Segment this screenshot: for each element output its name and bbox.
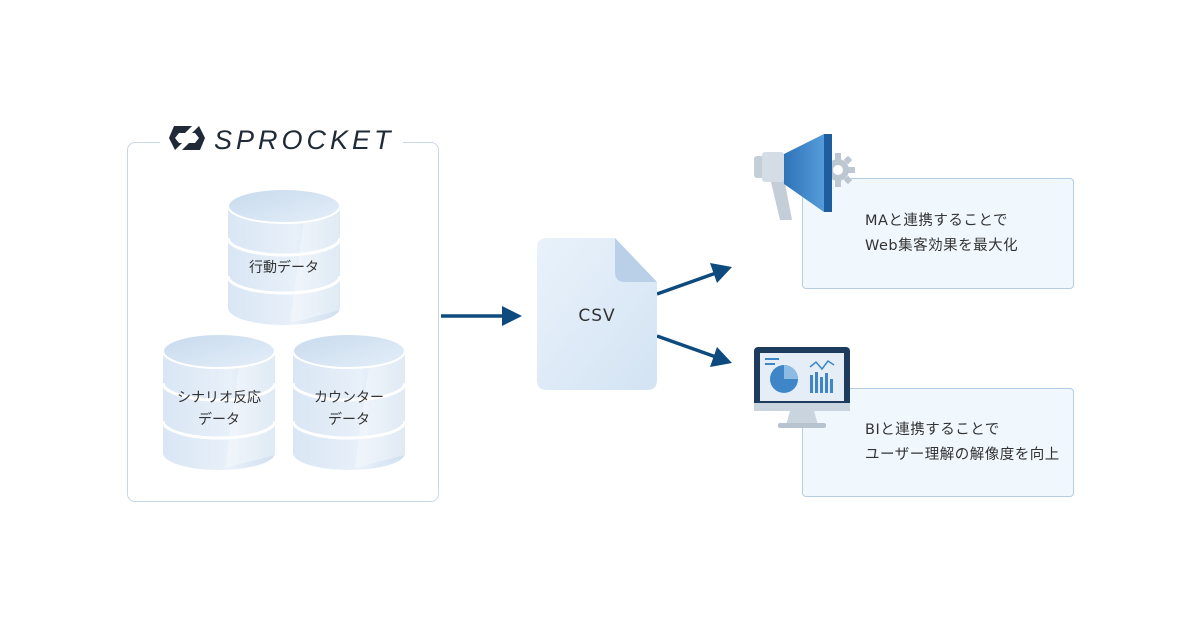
file-icon	[537, 238, 657, 390]
ma-integration-box: MAと連携することで Web集客効果を最大化	[802, 178, 1074, 289]
megaphone-gear-icon	[748, 130, 858, 229]
bi-integration-box: BIと連携することで ユーザー理解の解像度を向上	[802, 388, 1074, 497]
database-icon	[163, 333, 275, 470]
csv-label: CSV	[578, 306, 616, 326]
monitor-chart-icon	[752, 345, 852, 435]
database-label: カウンター データ	[314, 390, 384, 428]
arrow-to-bi	[656, 334, 732, 367]
ma-integration-text: MAと連携することで Web集客効果を最大化	[865, 213, 1019, 254]
csv-file: CSV	[537, 238, 657, 390]
database-icon	[228, 188, 340, 325]
arrow-to-csv	[441, 306, 522, 326]
bi-integration-text: BIと連携することで ユーザー理解の解像度を向上	[865, 422, 1060, 463]
arrow-to-ma	[656, 263, 732, 296]
database-label: 行動データ	[249, 260, 319, 276]
brand-name: SPROCKET	[214, 124, 395, 155]
database-label: シナリオ反応 データ	[177, 390, 261, 428]
sprocket-logo-icon	[168, 121, 206, 159]
database-icon	[293, 333, 405, 470]
database-behavior-data: 行動データ	[228, 188, 340, 328]
database-scenario-response-data: シナリオ反応 データ	[163, 333, 275, 473]
database-counter-data: カウンター データ	[293, 333, 405, 473]
sprocket-logo: SPROCKET	[160, 118, 403, 162]
